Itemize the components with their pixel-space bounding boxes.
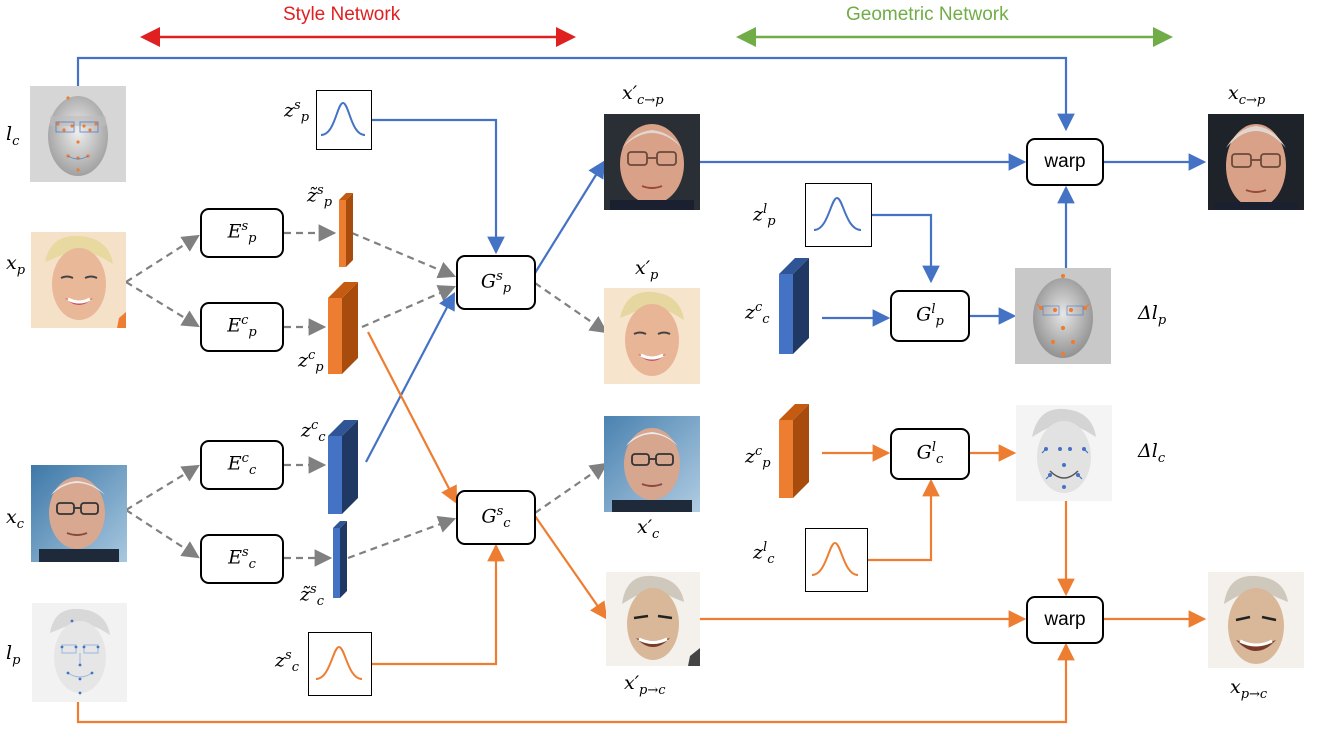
label-geo-z-p-c: zcp: [745, 444, 771, 472]
label-x-prime-p-to-c: x′p→c: [624, 672, 666, 698]
generator-G-c-s-label: Gsc: [481, 503, 511, 532]
label-delta-l-c: Δlc: [1138, 440, 1166, 466]
geometric-network-title: Geometric Network: [846, 4, 1009, 25]
generator-G-p-l-block[interactable]: Glp: [890, 290, 970, 342]
photo-pink-reconstructed-image: [604, 288, 700, 384]
latent-prism-geo-z-c-c: [779, 258, 809, 354]
encoder-E-p-s-label: Esp: [227, 219, 257, 247]
z-p-s-distribution-box: [316, 90, 372, 150]
label-z-c-c: zcc: [301, 418, 326, 446]
latent-prism-zt-p-s: [339, 193, 353, 267]
label-z-p-l: zlp: [753, 202, 776, 230]
warp-bottom-label: warp: [1044, 609, 1086, 630]
encoder-E-c-s-label: Esc: [228, 545, 256, 573]
landmark-displacement-c-image: [1016, 405, 1112, 501]
label-geo-z-c-c: zcc: [745, 300, 770, 328]
encoder-E-c-s-block[interactable]: Esc: [200, 534, 284, 584]
warp-top-label: warp: [1044, 151, 1086, 172]
generator-G-c-l-block[interactable]: Glc: [890, 428, 970, 480]
latent-prism-z-p-c: [328, 282, 358, 374]
label-x-p-to-c: xp→c: [1230, 676, 1268, 702]
photo-old-man-styled-image: [604, 114, 700, 210]
z-c-s-distribution-box: [308, 632, 372, 696]
generator-G-p-s-block[interactable]: Gsp: [456, 255, 536, 310]
label-l-p: lp: [6, 642, 21, 668]
photo-old-man-reconstructed-image: [604, 416, 700, 512]
label-x-c: xc: [6, 506, 24, 532]
warp-top-block[interactable]: warp: [1026, 138, 1104, 186]
landmark-displacement-p-image: [1015, 268, 1111, 364]
label-x-prime-p: x′p: [635, 257, 659, 283]
style-network-title: Style Network: [283, 4, 401, 25]
label-x-prime-c-to-p: x′c→p: [622, 82, 664, 108]
label-x-prime-c: x′c: [637, 516, 660, 542]
label-l-c: lc: [6, 123, 20, 149]
label-z-c-s: zsc: [275, 648, 299, 676]
latent-prism-zt-c-s: [333, 521, 347, 598]
label-z-p-s: zsp: [284, 98, 310, 126]
gaussian-curve-icon: [315, 645, 363, 680]
landmarks-c-image: [30, 86, 126, 182]
latent-prism-geo-z-p-c: [779, 404, 809, 498]
label-delta-l-p: Δlp: [1138, 302, 1167, 328]
label-zt-c-s: z̃sc: [300, 582, 324, 610]
generator-G-c-l-label: Glc: [916, 440, 944, 468]
encoder-E-c-c-block[interactable]: Ecc: [200, 440, 284, 490]
encoder-E-p-c-block[interactable]: Ecp: [200, 302, 284, 352]
caricature-pink-styled-image: [606, 572, 700, 666]
generator-G-p-s-label: Gsp: [480, 268, 512, 297]
landmarks-p-image: [32, 603, 127, 702]
label-z-c-l: zlc: [753, 540, 775, 568]
photo-pink-face-image: [31, 232, 126, 328]
z-c-l-distribution-box: [805, 528, 868, 592]
gaussian-curve-icon: [813, 196, 862, 231]
caricature-old-man-warped-image: [1208, 114, 1304, 210]
label-x-c-to-p: xc→p: [1228, 82, 1266, 108]
encoder-E-p-c-label: Ecp: [227, 313, 257, 341]
gaussian-curve-icon: [320, 101, 366, 136]
generator-G-p-l-label: Glp: [916, 302, 944, 330]
latent-prism-z-c-c: [328, 420, 358, 514]
encoder-E-c-c-label: Ecc: [227, 451, 257, 479]
label-zt-p-s: z̃sp: [307, 183, 333, 211]
encoder-E-p-s-block[interactable]: Esp: [200, 208, 284, 258]
photo-old-man-face-image: [31, 465, 127, 562]
gaussian-curve-icon: [811, 541, 859, 576]
label-z-p-c: zcp: [298, 348, 324, 376]
z-p-l-distribution-box: [805, 183, 872, 247]
caricature-pink-warped-image: [1208, 572, 1304, 668]
warp-bottom-block[interactable]: warp: [1026, 596, 1104, 644]
label-x-p: xp: [6, 252, 26, 278]
generator-G-c-s-block[interactable]: Gsc: [456, 490, 536, 545]
